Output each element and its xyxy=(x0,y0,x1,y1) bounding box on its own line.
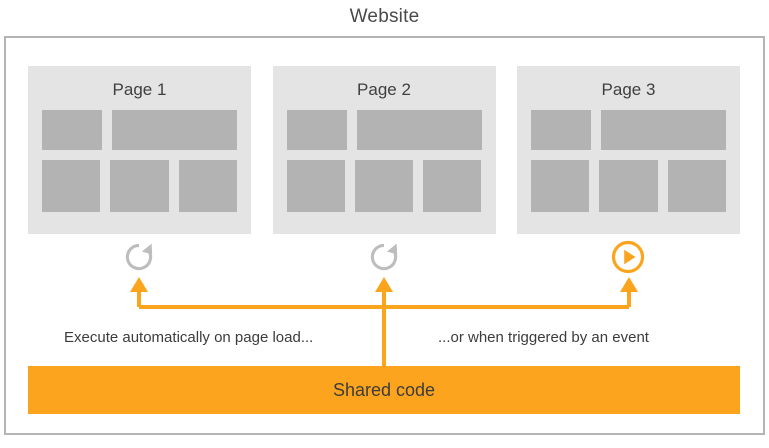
page-card-title: Page 2 xyxy=(357,80,411,99)
refresh-icon[interactable] xyxy=(363,236,405,278)
placeholder-row-top xyxy=(286,110,482,150)
placeholder-block xyxy=(286,110,347,150)
placeholder-row-top xyxy=(531,110,726,150)
page-content-placeholder xyxy=(28,110,251,212)
refresh-icon-glyph xyxy=(125,243,153,271)
caption-event-trigger: ...or when triggered by an event xyxy=(438,329,649,346)
placeholder-block xyxy=(112,110,237,150)
placeholder-row-top xyxy=(42,110,237,150)
placeholder-block xyxy=(531,110,591,150)
refresh-icon-glyph xyxy=(370,243,398,271)
placeholder-block xyxy=(42,160,101,212)
page-card-2[interactable]: Page 2 xyxy=(272,66,496,234)
caption-page-load: Execute automatically on page load... xyxy=(64,329,314,346)
pages-row: Page 1 Page 2 xyxy=(28,66,740,234)
page-card-1[interactable]: Page 1 xyxy=(28,66,251,234)
placeholder-block xyxy=(286,160,345,212)
placeholder-row-bottom xyxy=(531,160,726,212)
refresh-icon[interactable] xyxy=(118,236,160,278)
play-circle-icon-glyph xyxy=(611,240,645,274)
placeholder-block xyxy=(531,160,590,212)
placeholder-block xyxy=(667,160,726,212)
page-title: Website xyxy=(349,6,420,27)
placeholder-block xyxy=(178,160,237,212)
page-content-placeholder xyxy=(273,110,496,212)
placeholder-block xyxy=(356,110,482,150)
placeholder-block xyxy=(110,160,169,212)
captions-row: Execute automatically on page load... ..… xyxy=(28,324,740,352)
placeholder-block xyxy=(354,160,414,212)
placeholder-block xyxy=(42,110,102,150)
play-circle-icon[interactable] xyxy=(607,236,649,278)
shared-code-bar[interactable]: Shared code xyxy=(28,366,740,414)
flow-connectors-svg xyxy=(130,277,638,368)
shared-code-label: Shared code xyxy=(332,379,436,400)
page-card-title: Page 1 xyxy=(112,80,167,99)
placeholder-row-bottom xyxy=(286,160,482,212)
page-card-title: Page 3 xyxy=(601,80,656,99)
placeholder-block xyxy=(601,110,726,150)
page-card-3[interactable]: Page 3 xyxy=(517,66,740,234)
placeholder-block xyxy=(599,160,658,212)
trigger-icons-row xyxy=(28,236,740,278)
page-content-placeholder xyxy=(517,110,740,212)
placeholder-block xyxy=(423,160,482,212)
placeholder-row-bottom xyxy=(42,160,237,212)
flow-connectors xyxy=(0,236,769,372)
